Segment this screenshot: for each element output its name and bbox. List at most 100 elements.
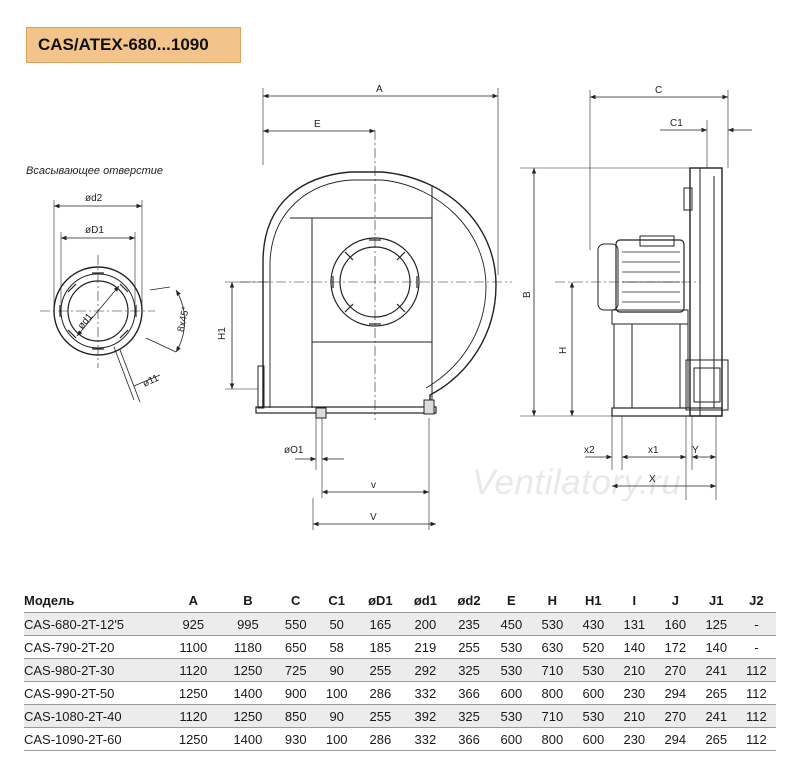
- label-C1: C1: [670, 118, 683, 129]
- table-cell: 100: [316, 681, 358, 705]
- table-cell: 332: [403, 681, 448, 705]
- table-cell: 270: [654, 704, 696, 728]
- table-cell: CAS-790-2T-20: [24, 635, 166, 659]
- table-cell: 1250: [220, 658, 276, 682]
- table-cell: 600: [572, 681, 614, 705]
- table-cell: CAS-680-2T-12'5: [24, 612, 166, 636]
- table-cell: CAS-1090-2T-60: [24, 727, 166, 751]
- table-cell: 265: [695, 727, 737, 751]
- table-cell: 140: [613, 635, 655, 659]
- label-bolt-pattern: 8x45°: [176, 306, 192, 333]
- table-cell: 800: [531, 681, 573, 705]
- table-cell: 112: [736, 727, 776, 751]
- table-cell: 710: [531, 658, 573, 682]
- label-X: X: [649, 474, 656, 485]
- table-cell: 725: [275, 658, 317, 682]
- table-cell: 58: [316, 635, 358, 659]
- table-cell: 235: [447, 612, 491, 636]
- table-cell: 172: [654, 635, 696, 659]
- table-cell: 530: [490, 704, 532, 728]
- table-cell: 255: [357, 658, 404, 682]
- table-cell: 125: [695, 612, 737, 636]
- header-cell: A: [166, 588, 221, 613]
- table-cell: 1400: [220, 727, 276, 751]
- label-d1: ød1: [76, 311, 96, 332]
- table-cell: 1250: [220, 704, 276, 728]
- table-cell: 100: [316, 727, 358, 751]
- label-x2: x2: [584, 445, 595, 456]
- watermark-text: Ventilatory.ru: [472, 463, 682, 502]
- table-cell: -: [736, 635, 776, 659]
- table-cell: 1120: [166, 704, 221, 728]
- inlet-flange-view: [40, 200, 185, 403]
- table-cell: 995: [220, 612, 276, 636]
- table-cell: 900: [275, 681, 317, 705]
- table-cell: 530: [572, 658, 614, 682]
- table-cell: -: [736, 612, 776, 636]
- table-cell: 325: [447, 704, 491, 728]
- table-row: CAS-1090-2T-60 1250 1400 930 100 286 332…: [24, 727, 776, 751]
- model-series-title: CAS/ATEX-680...1090: [26, 27, 241, 63]
- table-cell: 140: [695, 635, 737, 659]
- table-row: CAS-680-2T-12'5 925 995 550 50 165 200 2…: [24, 612, 776, 636]
- table-row: CAS-790-2T-20 1100 1180 650 58 185 219 2…: [24, 635, 776, 659]
- table-cell: 131: [613, 612, 655, 636]
- table-cell: 366: [447, 727, 491, 751]
- table-cell: 1100: [166, 635, 221, 659]
- table-cell: 530: [531, 612, 573, 636]
- technical-drawing: ød2 øD1 ød1 8x45° ø11: [40, 84, 752, 530]
- table-cell: 430: [572, 612, 614, 636]
- label-V: V: [370, 512, 377, 523]
- table-cell: 1120: [166, 658, 221, 682]
- table-cell: 600: [490, 727, 532, 751]
- header-cell: C: [275, 588, 317, 613]
- label-D1: øD1: [85, 225, 104, 236]
- table-cell: 210: [613, 658, 655, 682]
- table-cell: 286: [357, 727, 404, 751]
- table-cell: 270: [654, 658, 696, 682]
- table-cell: 630: [531, 635, 573, 659]
- table-cell: 294: [654, 727, 696, 751]
- table-cell: 1250: [166, 681, 221, 705]
- table-cell: 520: [572, 635, 614, 659]
- label-v: v: [371, 480, 376, 491]
- table-row: CAS-980-2T-30 1120 1250 725 90 255 292 3…: [24, 658, 776, 682]
- table-cell: 50: [316, 612, 358, 636]
- table-cell: 255: [447, 635, 491, 659]
- table-cell: 230: [613, 727, 655, 751]
- table-cell: CAS-980-2T-30: [24, 658, 166, 682]
- table-cell: 530: [490, 635, 532, 659]
- table-cell: 550: [275, 612, 317, 636]
- table-cell: 530: [490, 658, 532, 682]
- table-cell: 325: [447, 658, 491, 682]
- label-C: C: [655, 85, 662, 96]
- table-cell: 200: [403, 612, 448, 636]
- table-header-row: Модель A B C C1 øD1 ød1 ød2 E H H1 I J J…: [24, 588, 776, 613]
- table-cell: 185: [357, 635, 404, 659]
- label-d2: ød2: [85, 193, 103, 204]
- header-cell: H1: [572, 588, 614, 613]
- header-cell: I: [613, 588, 655, 613]
- table-cell: 930: [275, 727, 317, 751]
- header-cell: H: [531, 588, 573, 613]
- table-row: CAS-1080-2T-40 1120 1250 850 90 255 392 …: [24, 704, 776, 728]
- inlet-caption: Всасывающее отверстие: [26, 165, 164, 177]
- table-cell: 241: [695, 658, 737, 682]
- table-cell: 112: [736, 681, 776, 705]
- table-cell: 600: [490, 681, 532, 705]
- table-cell: 255: [357, 704, 404, 728]
- table-cell: 800: [531, 727, 573, 751]
- table-cell: CAS-990-2T-50: [24, 681, 166, 705]
- table-cell: 112: [736, 704, 776, 728]
- header-cell: B: [220, 588, 276, 613]
- table-cell: 90: [316, 658, 358, 682]
- header-cell: ød1: [403, 588, 448, 613]
- table-cell: 165: [357, 612, 404, 636]
- table-cell: 925: [166, 612, 221, 636]
- table-cell: 650: [275, 635, 317, 659]
- table-cell: 366: [447, 681, 491, 705]
- table-cell: 1180: [220, 635, 276, 659]
- label-H: H: [558, 347, 569, 354]
- table-cell: 90: [316, 704, 358, 728]
- table-cell: 294: [654, 681, 696, 705]
